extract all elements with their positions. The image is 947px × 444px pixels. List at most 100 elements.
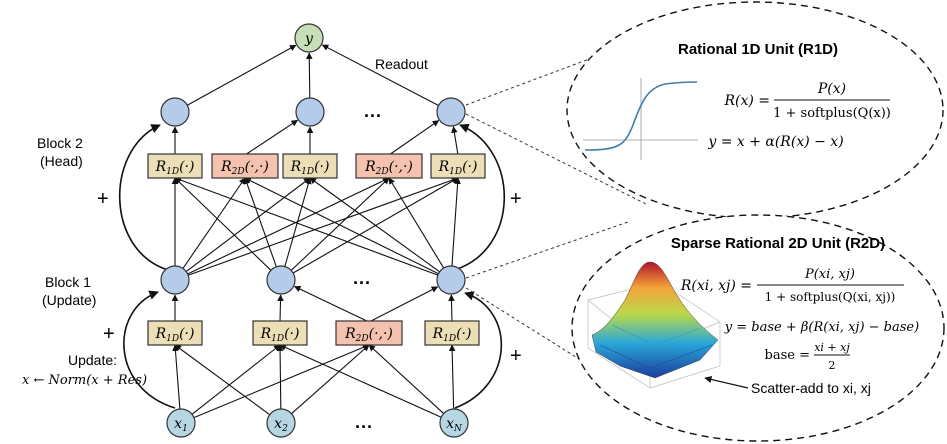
update-unit-box-4: R1D(·) — [424, 320, 480, 346]
r2d-title: Sparse Rational 2D Unit (R2D) — [671, 235, 885, 252]
update-unit-box-3: R2D(·,·) — [335, 320, 403, 346]
plus-block2-right: + — [510, 188, 522, 210]
update-unit-box-2: R1D(·) — [252, 320, 308, 346]
edge-head-in-5 — [174, 177, 272, 271]
r1d-formula-lhs: R(x) = — [723, 93, 770, 109]
edge-head-in-8 — [290, 177, 390, 271]
svg-text:R2D(·,·): R2D(·,·) — [364, 159, 413, 177]
head-unit-box-2: R2D(·,·) — [211, 153, 279, 179]
output-node-y: y — [294, 23, 324, 53]
residual-arrow-block2-right — [453, 123, 506, 271]
svg-text:R1D(·): R1D(·) — [432, 326, 472, 344]
block2-node-2 — [295, 97, 325, 127]
residual-arrows — [118, 123, 506, 409]
edge-readout-3 — [321, 44, 439, 107]
input-node-x2: x2 — [266, 408, 296, 438]
residual-arrow-block1-left — [123, 290, 176, 409]
head-unit-box-4: R2D(·,·) — [355, 153, 423, 179]
residual-arrow-block1-right — [454, 291, 503, 409]
update-label-line2: x ← Norm(x + Res) — [22, 373, 147, 388]
edge-head-in-11 — [309, 177, 440, 273]
update-unit-box-1: R1D(·) — [147, 320, 203, 346]
edge-head-in-14 — [187, 176, 459, 276]
svg-text:R1D(·): R1D(·) — [155, 326, 195, 344]
edge-head-out-5 — [451, 126, 459, 156]
edge-readout-1 — [186, 44, 297, 106]
edge-update-in-8 — [448, 344, 456, 410]
block2-label-line1: Block 2 — [37, 135, 83, 151]
r2d-formula-denominator: 1 + softplus(Q(xi, xj)) — [765, 290, 896, 304]
r2d-surface-plot — [587, 261, 721, 389]
edge-update-in-6 — [291, 344, 370, 415]
head-unit-box-5: R1D(·) — [430, 153, 486, 179]
edge-head-out-4 — [388, 120, 440, 156]
node-layer: y x1 x2 xN — [160, 23, 469, 438]
r1d-curve-plot — [583, 78, 698, 160]
edge-head-in-3 — [185, 177, 311, 272]
svg-text:R2D(·,·): R2D(·,·) — [220, 159, 269, 177]
callout-rational-1d: Rational 1D Unit (R1D) R(x) = P(x) 1 + s… — [566, 1, 944, 219]
edge-head-in-4 — [187, 177, 390, 275]
ellipsis-top: ··· — [364, 106, 382, 126]
r2d-base-lhs: base = — [765, 348, 810, 363]
unit-box-layer: R1D(·) R2D(·,·) R1D(·) R2D(·,·) R1D(·) R1D(·)… — [147, 153, 486, 346]
edge-head-out-2 — [244, 119, 299, 156]
edge-update-in-1 — [172, 344, 181, 410]
svg-text:y: y — [304, 31, 314, 47]
block2-node-1 — [160, 97, 190, 127]
edge-head-in-13 — [451, 177, 461, 267]
block1-node-3 — [436, 265, 466, 295]
edge-layer — [171, 44, 461, 419]
block1-label-line1: Block 1 — [45, 274, 91, 290]
block1-node-2 — [266, 265, 296, 295]
ellipsis-middle: ··· — [353, 273, 371, 293]
svg-text:R1D(·): R1D(·) — [438, 159, 478, 177]
edge-update-out-4 — [368, 286, 439, 323]
edge-update-in-9 — [279, 344, 442, 418]
ellipsis-bottom: ··· — [355, 417, 373, 437]
plus-block1-right: + — [510, 345, 522, 367]
residual-arrow-block2-left — [118, 124, 169, 271]
svg-text:x1: x1 — [174, 416, 188, 434]
update-label-line1: Update: — [68, 352, 117, 368]
r1d-sigmoid-curve — [584, 81, 698, 151]
svg-text:R1D(·): R1D(·) — [260, 326, 300, 344]
r1d-formula-numerator: P(x) — [817, 81, 846, 97]
callout-rational-2d: Sparse Rational 2D Unit (R2D) R(xi, xj) … — [571, 214, 945, 442]
r2d-scatter-note: Scatter-add to xi, xj — [751, 380, 871, 396]
edge-update-out-3 — [293, 285, 370, 323]
input-node-x1: x1 — [166, 408, 196, 438]
edge-head-in-6 — [243, 177, 277, 267]
r1d-formula-denominator: 1 + softplus(Q(x)) — [773, 106, 891, 121]
edge-head-in-10 — [244, 177, 439, 275]
edge-update-in-2 — [191, 344, 281, 415]
edge-head-in-7 — [284, 177, 312, 267]
r2d-formula-lhs: R(xi, xj) = — [680, 278, 752, 294]
svg-text:xN: xN — [446, 416, 463, 434]
r2d-update-equation: y = base + β(R(xi, xj) − base) — [724, 320, 919, 335]
plus-block2-left: + — [97, 188, 109, 210]
input-node-xN: xN — [439, 408, 469, 438]
edge-head-in-12 — [388, 177, 445, 269]
block2-node-3 — [436, 97, 466, 127]
head-unit-box-3: R1D(·) — [282, 153, 338, 179]
block1-node-1 — [160, 265, 190, 295]
r2d-formula-numerator: P(xi, xj) — [804, 267, 855, 282]
r2d-base-denominator: 2 — [829, 359, 836, 372]
r1d-update-equation: y = x + α(R(x) − x) — [707, 134, 843, 150]
svg-text:R2D(·,·): R2D(·,·) — [344, 326, 393, 344]
r2d-surface — [591, 261, 719, 379]
plus-block1-left: + — [103, 323, 115, 345]
edge-head-in-2 — [182, 177, 246, 269]
edge-update-in-7 — [368, 344, 445, 414]
edge-readout-2 — [305, 52, 313, 99]
readout-label: Readout — [375, 56, 428, 72]
r2d-base-numerator: xi + xj — [814, 341, 850, 354]
block1-label-line2: (Update) — [42, 292, 96, 308]
block2-label-line2: (Head) — [40, 153, 83, 169]
edge-update-in-4 — [174, 344, 271, 416]
r1d-title: Rational 1D Unit (R1D) — [678, 41, 838, 58]
svg-text:R1D(·): R1D(·) — [155, 159, 195, 177]
edge-update-in-5 — [276, 344, 284, 410]
